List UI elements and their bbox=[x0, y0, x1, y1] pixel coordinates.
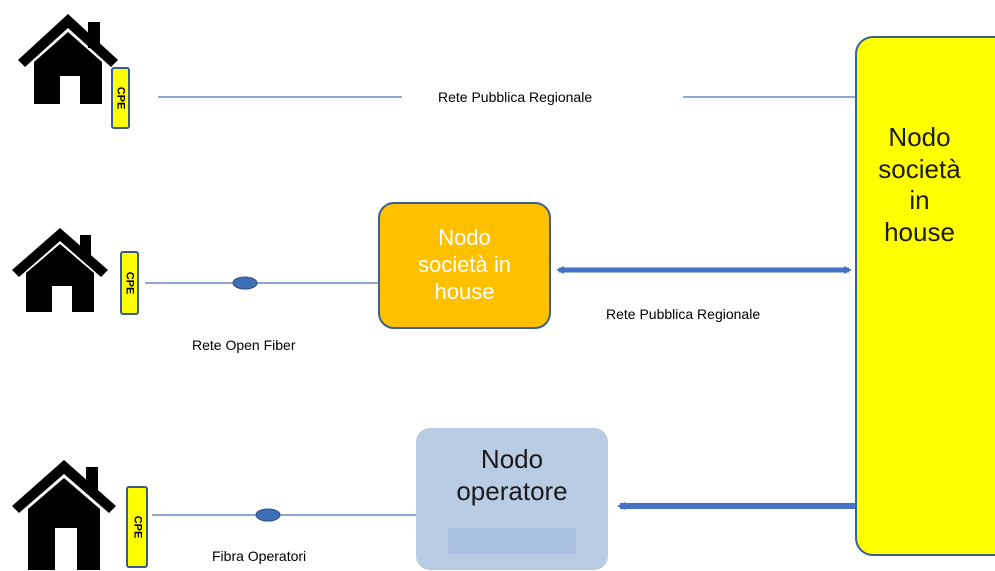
open-fiber-label: Rete Open Fiber bbox=[192, 337, 296, 353]
cpe-label: CPE bbox=[123, 271, 136, 295]
inhouse-node-main: Nodo società in house bbox=[855, 36, 995, 556]
house-icon bbox=[18, 14, 118, 104]
operator-node-label: Nodo operatore bbox=[456, 444, 568, 506]
cpe-device: CPE bbox=[126, 486, 148, 568]
inhouse-node-secondary-label: Nodo società in house bbox=[418, 225, 511, 304]
cpe-label: CPE bbox=[131, 515, 143, 539]
operator-node: Nodo operatore bbox=[416, 428, 608, 570]
house-icon bbox=[12, 228, 108, 312]
cpe-label: CPE bbox=[114, 86, 127, 110]
operator-node-inner-bar bbox=[448, 528, 576, 554]
inhouse-node-secondary: Nodo società in house bbox=[378, 202, 551, 329]
top-link-label: Rete Pubblica Regionale bbox=[438, 89, 593, 105]
inhouse-node-main-label: Nodo società in house bbox=[878, 122, 961, 248]
house-2: CPE bbox=[10, 226, 140, 320]
house-3: CPE bbox=[10, 458, 152, 571]
house-icon bbox=[12, 460, 116, 570]
cpe-device: CPE bbox=[120, 251, 139, 315]
cpe-device: CPE bbox=[111, 67, 130, 129]
operator-fiber-label: Fibra Operatori bbox=[212, 548, 307, 564]
operator-fiber-splice bbox=[255, 508, 281, 522]
middle-link-label: Rete Pubblica Regionale bbox=[606, 306, 761, 322]
house-1: CPE bbox=[16, 12, 136, 132]
open-fiber-splice bbox=[232, 276, 258, 290]
